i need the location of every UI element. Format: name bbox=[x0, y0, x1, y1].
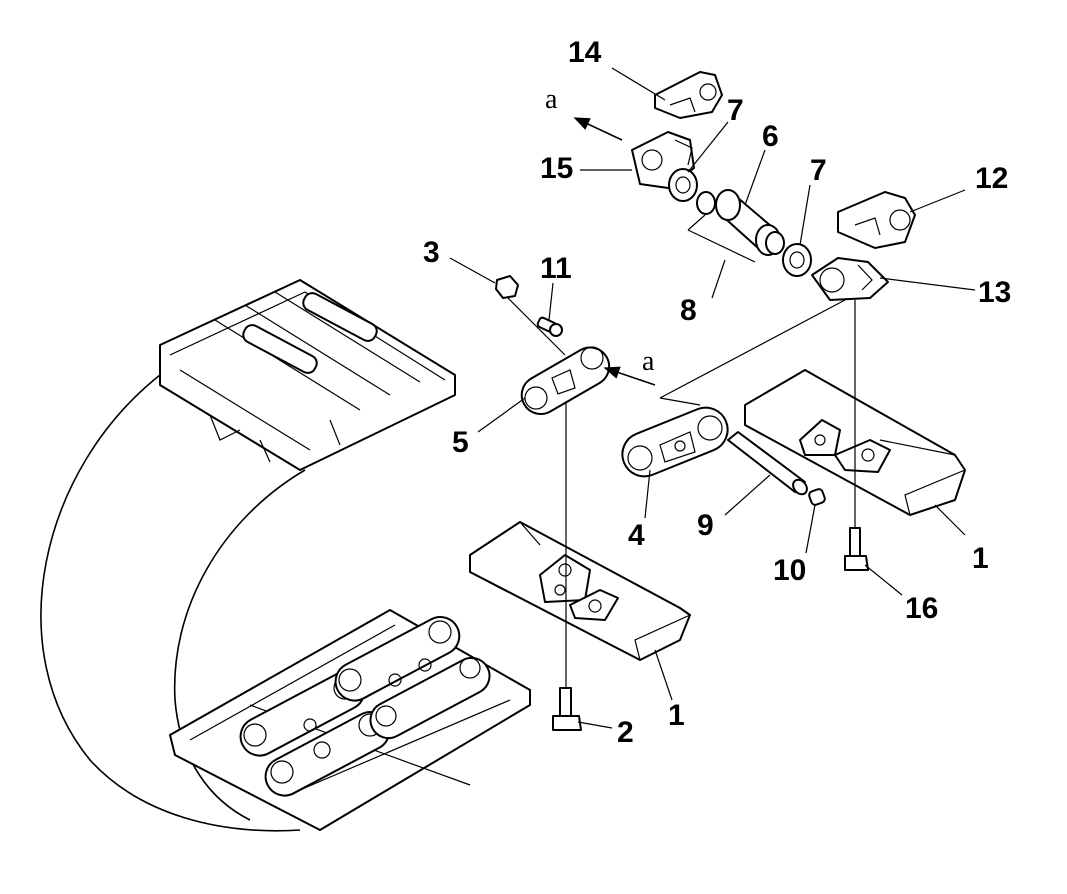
callout-5: 5 bbox=[452, 426, 469, 459]
callout-15: 15 bbox=[540, 152, 573, 185]
callout-10: 10 bbox=[773, 554, 806, 587]
callout-6: 6 bbox=[762, 120, 779, 153]
callout-16: 16 bbox=[905, 592, 938, 625]
leader-lines bbox=[449, 67, 976, 729]
link-half-12 bbox=[837, 191, 916, 249]
callout-14: 14 bbox=[568, 36, 602, 69]
bolt-16 bbox=[844, 300, 869, 571]
callout-2: 2 bbox=[617, 716, 634, 749]
callout-3: 3 bbox=[423, 236, 440, 269]
callout-7-left: 7 bbox=[727, 94, 744, 127]
track-chain-loop bbox=[40, 279, 531, 832]
callout-1-centre: 1 bbox=[668, 699, 685, 732]
spacer-8-left bbox=[696, 191, 716, 215]
link-half-14 bbox=[654, 71, 723, 119]
link-half-13 bbox=[811, 257, 889, 301]
seal-ring-7-right bbox=[782, 243, 812, 277]
callout-7-right: 7 bbox=[810, 154, 827, 187]
spacer-10 bbox=[808, 488, 826, 506]
bolt-11 bbox=[536, 316, 563, 337]
callout-4: 4 bbox=[628, 519, 645, 552]
bolt-2 bbox=[552, 400, 582, 731]
pin-9 bbox=[727, 431, 808, 496]
master-link-5 bbox=[520, 346, 611, 415]
callout-13: 13 bbox=[978, 276, 1011, 309]
track-shoe-centre bbox=[469, 521, 691, 661]
direction-label-a-lower: a bbox=[642, 346, 655, 377]
callout-12: 12 bbox=[975, 162, 1008, 195]
callout-8: 8 bbox=[680, 294, 697, 327]
direction-arrow-upper bbox=[573, 117, 623, 141]
master-link-4 bbox=[621, 406, 729, 478]
spacer-8-right bbox=[765, 231, 785, 255]
direction-arrow-lower bbox=[603, 366, 656, 386]
seal-ring-7-left bbox=[668, 168, 698, 202]
callout-9: 9 bbox=[697, 509, 714, 542]
callout-11: 11 bbox=[540, 252, 572, 285]
callout-1-right: 1 bbox=[972, 542, 989, 575]
nut-3 bbox=[495, 275, 566, 356]
direction-label-a-upper: a bbox=[545, 84, 558, 115]
